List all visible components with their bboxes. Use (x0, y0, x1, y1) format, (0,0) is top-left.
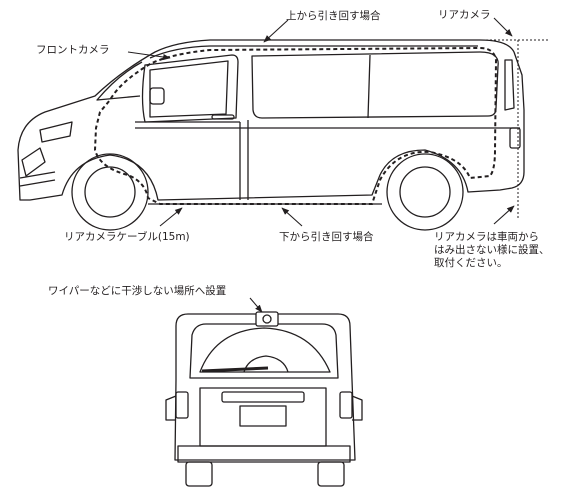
label-arrows (127, 17, 515, 313)
mount-note-line-1: リアカメラは車両から (434, 231, 539, 243)
mount-note-line-3: 取付ください。 (434, 257, 508, 269)
van-side-view (17, 39, 525, 231)
label-route-bottom: 下から引き回す場合 (279, 231, 374, 243)
rear-camera-icon (255, 311, 279, 327)
label-route-top: 上から引き回す場合 (286, 10, 381, 22)
label-rear-cable: リアカメラケーブル(15m) (64, 231, 190, 243)
van-rear-view (165, 313, 363, 487)
label-mount-note: リアカメラは車両から はみ出さない様に設置、 取付ください。 (434, 231, 550, 270)
mount-note-line-2: はみ出さない様に設置、 (434, 244, 550, 256)
label-wiper-note: ワイパーなどに干渉しない場所へ設置 (48, 285, 227, 297)
label-rear-camera: リアカメラ (438, 9, 491, 21)
cable-route-dashed (93, 46, 498, 205)
label-front-camera: フロントカメラ (36, 44, 110, 56)
